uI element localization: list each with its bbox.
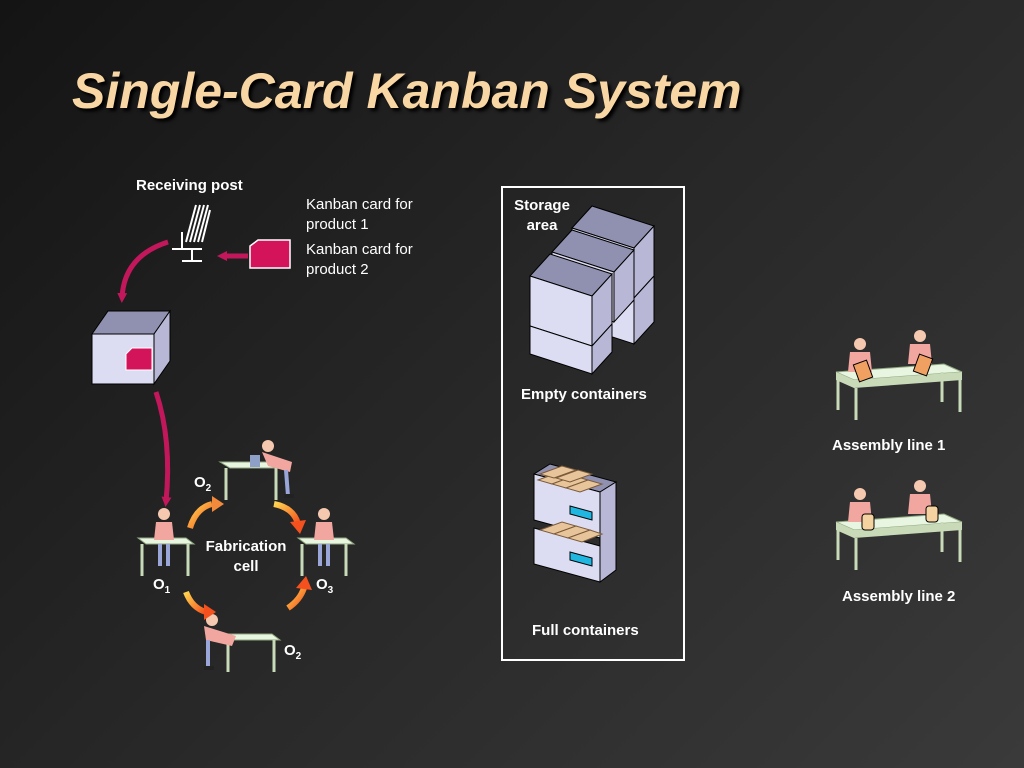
kanban-card-icon bbox=[249, 239, 291, 269]
assembly-line-2-label: Assembly line 2 bbox=[842, 588, 956, 605]
assembly-line-1-icon bbox=[835, 330, 963, 420]
worker-o2-top-icon bbox=[218, 440, 294, 500]
assembly-line-2-icon bbox=[835, 480, 963, 570]
post-to-container-arrow bbox=[117, 239, 169, 303]
container-with-card-icon bbox=[91, 309, 171, 386]
full-containers-label: Full containers bbox=[532, 622, 639, 639]
kanban-card-1-label: Kanban card for product 1 bbox=[306, 196, 413, 233]
empty-containers-label: Empty containers bbox=[521, 386, 647, 403]
fabrication-cell-label: Fabrication cell bbox=[205, 538, 287, 575]
full-containers-icon bbox=[532, 463, 618, 583]
cycle-arrows bbox=[183, 496, 312, 620]
operator-o2-bottom-label: O2 bbox=[284, 642, 302, 662]
slide-title: Single-Card Kanban System bbox=[72, 63, 742, 119]
operator-o3-label: O3 bbox=[316, 576, 334, 596]
worker-o2-bottom-icon bbox=[204, 614, 282, 672]
storage-area-box bbox=[501, 186, 685, 661]
storage-area-label: Storage area bbox=[514, 197, 570, 234]
assembly-line-1-label: Assembly line 1 bbox=[832, 437, 946, 454]
operator-o2-top-label: O2 bbox=[194, 474, 212, 494]
empty-containers-icon bbox=[529, 205, 655, 376]
receiving-post-label: Receiving post bbox=[136, 177, 243, 194]
worker-o3-icon bbox=[296, 508, 356, 576]
operator-o1-label: O1 bbox=[153, 576, 171, 596]
container-to-cell-arrow bbox=[153, 391, 172, 507]
worker-o1-icon bbox=[136, 508, 196, 576]
kanban-card-2-label: Kanban card for product 2 bbox=[306, 241, 413, 278]
receiving-post-icon bbox=[172, 204, 211, 262]
